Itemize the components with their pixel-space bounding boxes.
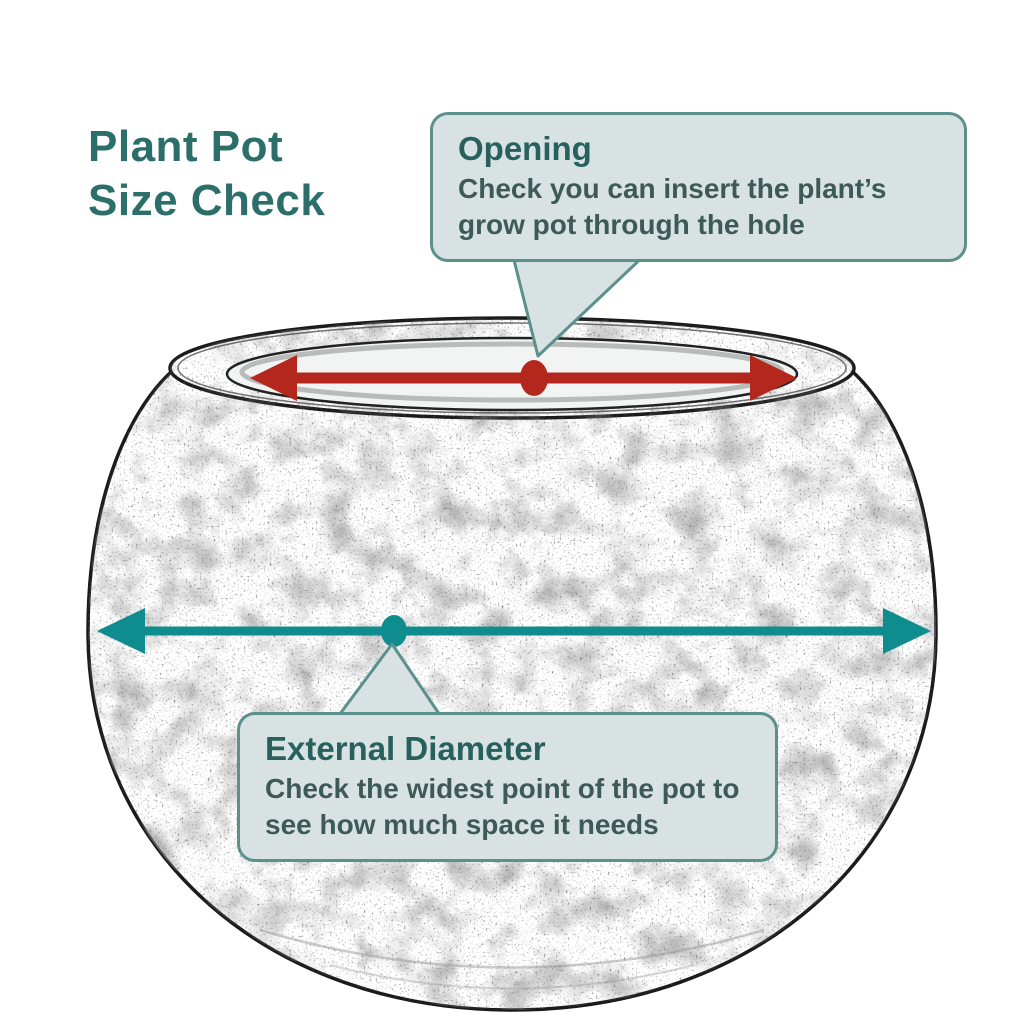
opening-arrow — [250, 355, 797, 401]
bottom-sketch-line-2 — [329, 964, 695, 990]
bottom-sketch-line-1 — [259, 928, 765, 969]
opening-arrow-left-head — [250, 355, 297, 401]
external-diameter-callout-heading: External Diameter — [265, 730, 546, 767]
opening-midpoint-dot — [520, 360, 548, 396]
external-diameter-callout: External Diameter Check the widest point… — [237, 712, 778, 862]
external-diameter-arrow — [97, 608, 931, 654]
page-title: Plant Pot Size Check — [88, 120, 325, 227]
page-title-line-2: Size Check — [88, 175, 326, 225]
external-arrow-right-head — [883, 608, 931, 654]
external-midpoint-dot — [381, 615, 407, 647]
pot-texture-fine — [88, 318, 936, 1010]
pot-rim-line — [177, 322, 847, 414]
opening-arrow-right-head — [750, 355, 797, 401]
page-title-line-1: Plant Pot — [88, 122, 284, 171]
opening-callout-body: Check you can insert the plant’s grow po… — [458, 173, 887, 241]
external-diameter-callout-body: Check the widest point of the pot to see… — [265, 773, 740, 841]
opening-callout: Opening Check you can insert the plant’s… — [430, 112, 967, 262]
opening-callout-heading: Opening — [458, 130, 592, 167]
external-arrow-left-head — [97, 608, 145, 654]
